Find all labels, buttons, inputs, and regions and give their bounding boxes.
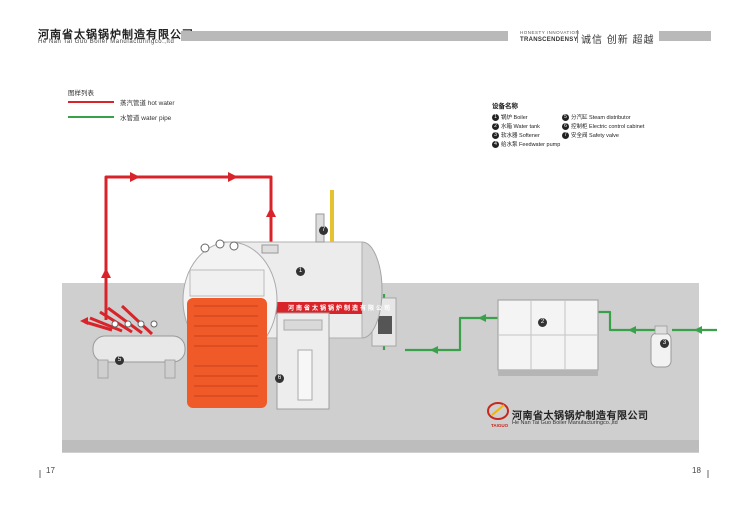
equipment-title: 设备名称 bbox=[492, 103, 518, 110]
legend-water-label: 水管道 water pipe bbox=[120, 115, 172, 122]
legend-steam-label: 蒸汽管道 hot water bbox=[120, 100, 175, 107]
callout-6: 6 bbox=[275, 374, 284, 383]
control-cabinet bbox=[276, 312, 330, 410]
boiler-band-text: 河南省太锅锅炉制造有限公司 bbox=[288, 306, 393, 312]
header-bar-left bbox=[181, 31, 508, 41]
footer-logo-mark bbox=[487, 402, 509, 420]
legend-title: 图样列表 bbox=[68, 90, 94, 97]
page-number-right: 18 bbox=[692, 466, 701, 475]
legend-water-line bbox=[68, 116, 114, 118]
water-tank bbox=[497, 299, 599, 376]
callout-2: 2 bbox=[538, 318, 547, 327]
water-pipe-arrows bbox=[430, 314, 702, 354]
header-bar-right bbox=[659, 31, 711, 41]
header-motto-small: HONESTY INNOVATION bbox=[520, 30, 580, 35]
header-motto: TRANSCENDENSY bbox=[520, 37, 578, 43]
floor-band-shadow bbox=[62, 440, 699, 452]
footer-company-name: 河南省太锅锅炉制造有限公司 bbox=[512, 411, 649, 422]
callout-3: 3 bbox=[660, 339, 669, 348]
callout-1: 1 bbox=[296, 267, 305, 276]
header-divider bbox=[577, 30, 578, 43]
steam-pipe-arrows bbox=[80, 172, 276, 325]
footer-company-name-en: He Nan Tai Guo Boiler Manufacturingco.,l… bbox=[512, 420, 618, 426]
steam-distributor bbox=[92, 320, 186, 379]
header-slogan: 诚信 创新 超越 bbox=[581, 35, 655, 46]
footer-logo-text: TAIGUO bbox=[491, 423, 509, 428]
header-company-name: 河南省太锅锅炉制造有限公司 bbox=[38, 29, 194, 41]
callout-7: 7 bbox=[319, 226, 328, 235]
legend-steam-line bbox=[68, 101, 114, 103]
page-number-left: 17 bbox=[46, 466, 55, 475]
header-company-name-en: He Nan Tai Guo Boiler Manufacturingco.,l… bbox=[38, 39, 175, 45]
callout-5: 5 bbox=[115, 356, 124, 365]
